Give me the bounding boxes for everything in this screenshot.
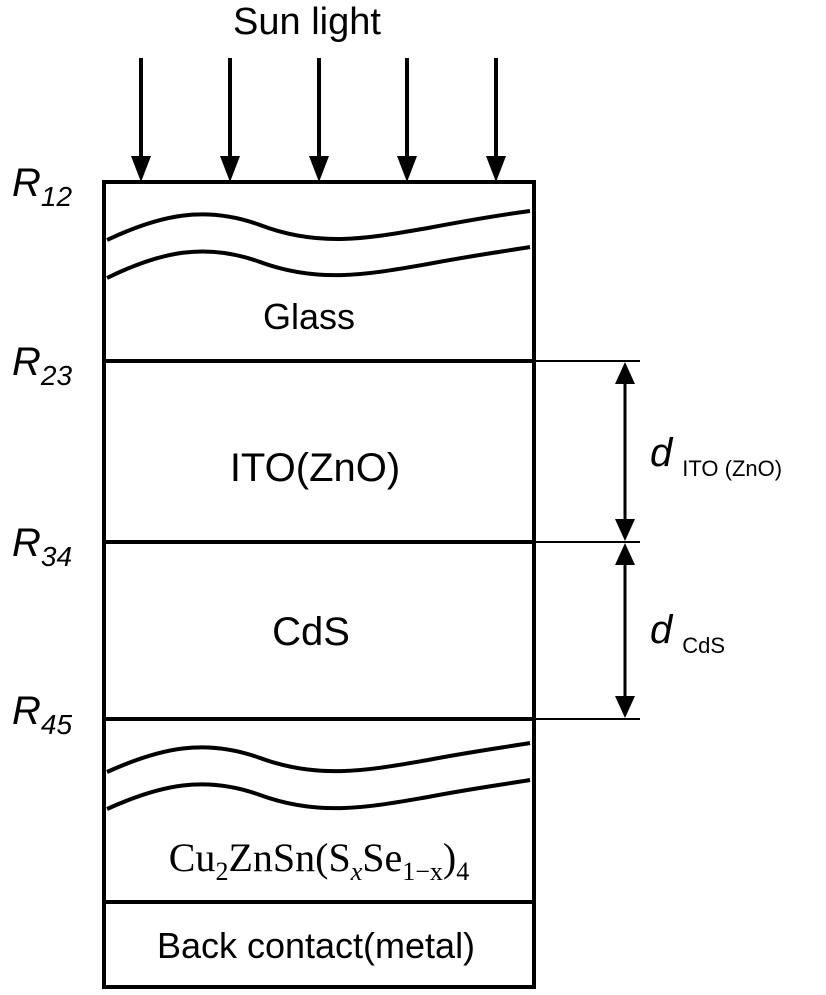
absorber-part: ZnSn(S <box>228 835 350 880</box>
sun-arrow <box>220 58 240 182</box>
absorber-part: Se <box>362 835 402 880</box>
absorber-subscript: 1−x <box>402 857 443 886</box>
sun-arrow <box>131 58 151 182</box>
layer-label-back-contact: Back contact(metal) <box>157 925 475 966</box>
sun-light-label: Sun light <box>233 1 381 43</box>
interface-subscript: 45 <box>41 709 73 740</box>
absorber-part: Cu <box>169 835 216 880</box>
layer-stack-outline <box>102 180 536 989</box>
absorber-subscript: 4 <box>456 857 469 886</box>
ito-thickness-arrow <box>615 362 635 541</box>
interface-base: R <box>12 689 41 733</box>
interface-label-r12: R12 <box>12 161 72 212</box>
absorber-subscript: x <box>350 857 363 886</box>
layer-label-ito: ITO(ZnO) <box>230 446 400 490</box>
thickness-markers <box>534 360 640 720</box>
absorber-break-lines <box>106 741 531 811</box>
thickness-base: d <box>650 608 674 652</box>
absorber-subscript: 2 <box>215 857 228 886</box>
glass-break-lines <box>106 209 531 280</box>
interface-label-r23: R23 <box>12 340 72 391</box>
interface-label-r45: R45 <box>12 689 72 740</box>
thickness-base: d <box>650 431 674 475</box>
cds-thickness-arrow <box>615 543 635 718</box>
interface-base: R <box>12 340 41 384</box>
interface-subscript: 34 <box>41 541 72 572</box>
thickness-subscript: ITO (ZnO) <box>682 456 782 481</box>
sun-light-arrows <box>131 58 506 182</box>
absorber-part: ) <box>443 835 456 880</box>
sun-arrow <box>397 58 417 182</box>
sun-arrow <box>309 58 329 182</box>
interface-base: R <box>12 521 41 565</box>
sun-arrow <box>486 58 506 182</box>
layer-label-absorber: Cu2ZnSn(SxSe1−x)4 <box>169 835 469 886</box>
thickness-subscript: CdS <box>682 633 725 658</box>
interface-base: R <box>12 161 41 205</box>
interface-subscript: 23 <box>40 360 73 391</box>
interface-subscript: 12 <box>41 181 73 212</box>
layer-label-glass: Glass <box>263 296 355 337</box>
interface-label-r34: R34 <box>12 521 72 572</box>
layer-label-cds: CdS <box>272 610 350 654</box>
